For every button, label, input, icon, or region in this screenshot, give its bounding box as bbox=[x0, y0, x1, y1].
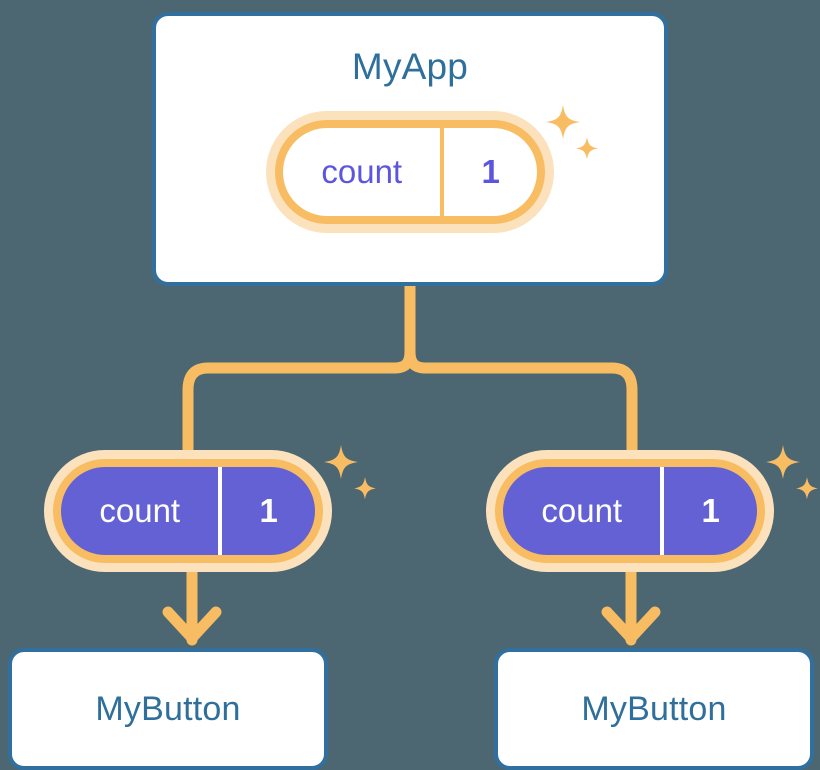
arrowhead-right bbox=[601, 606, 661, 644]
child-state-key-right: count bbox=[541, 492, 623, 529]
arrowhead-left bbox=[162, 606, 222, 644]
root-state-pill-inner: count 1 bbox=[275, 120, 545, 224]
child-state-pill-right[interactable]: count 1 bbox=[486, 450, 774, 572]
root-state-value: 1 bbox=[440, 128, 537, 216]
child-state-pill-right-inner: count 1 bbox=[495, 459, 765, 563]
root-state-pill[interactable]: count 1 bbox=[266, 111, 554, 233]
root-component-label: MyApp bbox=[351, 46, 469, 87]
edge-root-to-left bbox=[182, 346, 416, 458]
edge-root-to-right bbox=[404, 346, 638, 458]
leaf-component-card-right[interactable]: MyButton bbox=[494, 648, 814, 770]
child-state-pill-left[interactable]: count 1 bbox=[44, 450, 332, 572]
child-state-value-left: 1 bbox=[218, 467, 315, 555]
child-state-value-right: 1 bbox=[660, 467, 757, 555]
child-state-key-left: count bbox=[99, 492, 181, 529]
leaf-component-label-left: MyButton bbox=[95, 689, 241, 728]
root-state-key: count bbox=[321, 153, 403, 190]
child-state-pill-left-inner: count 1 bbox=[53, 459, 323, 563]
leaf-component-card-left[interactable]: MyButton bbox=[8, 648, 328, 770]
leaf-component-label-right: MyButton bbox=[581, 689, 727, 728]
